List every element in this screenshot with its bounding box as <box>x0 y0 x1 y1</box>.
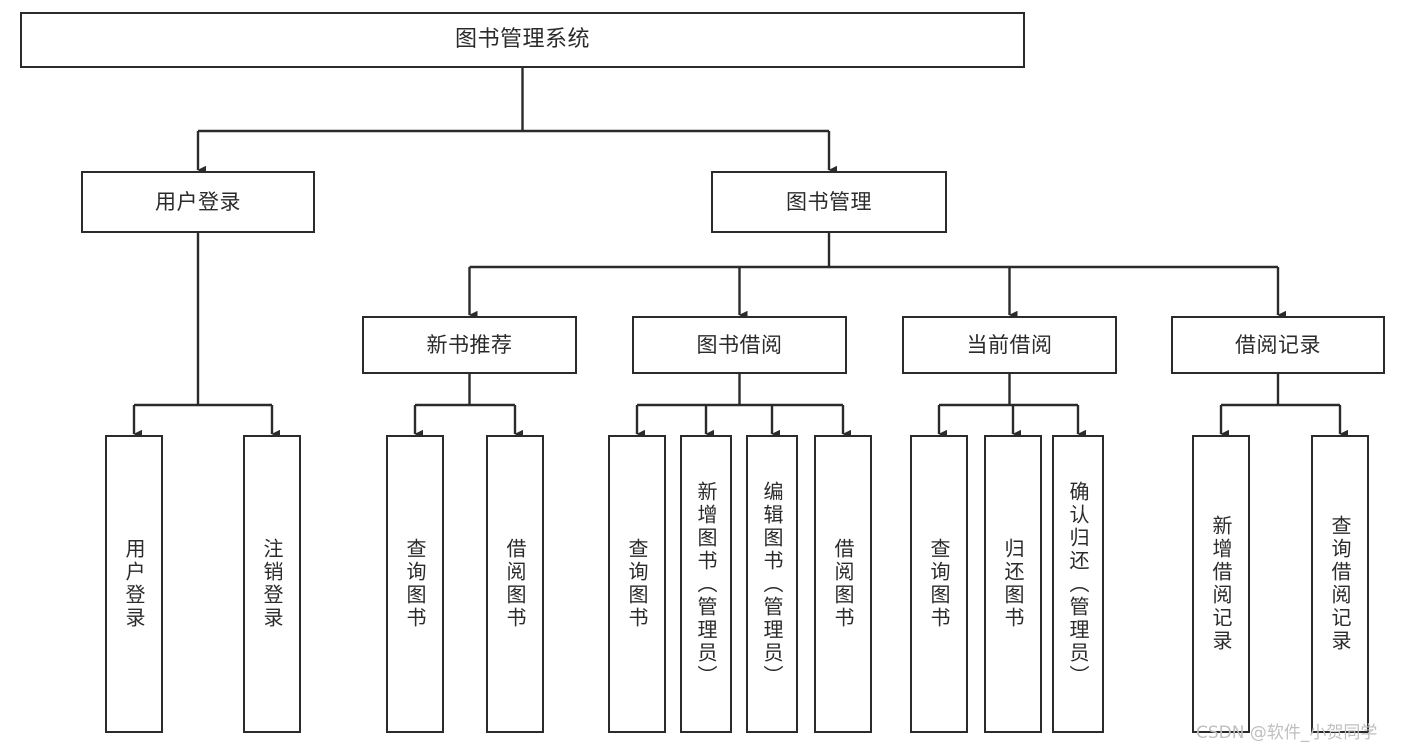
csdn-watermark: CSDN @软件_小贺同学 <box>1196 723 1378 743</box>
node-label-current-borrow: 当前借阅 <box>966 332 1053 357</box>
node-new-book-rec[interactable]: 新书推荐 <box>362 316 577 374</box>
node-label-book-borrow: 图书借阅 <box>696 332 783 357</box>
node-current-borrow[interactable]: 当前借阅 <box>902 316 1117 374</box>
node-leaf-borrow-book-1[interactable]: 借阅图书 <box>486 435 544 733</box>
node-label-leaf-query-record: 查询借阅记录 <box>1328 515 1352 653</box>
node-label-leaf-query-book-3: 查询图书 <box>927 538 951 630</box>
node-leaf-logout[interactable]: 注销登录 <box>243 435 301 733</box>
node-book-borrow[interactable]: 图书借阅 <box>632 316 847 374</box>
node-book-manage[interactable]: 图书管理 <box>711 171 947 233</box>
node-leaf-return-book[interactable]: 归还图书 <box>984 435 1042 733</box>
node-leaf-query-book-1[interactable]: 查询图书 <box>386 435 444 733</box>
node-label-leaf-query-book-1: 查询图书 <box>403 538 427 630</box>
node-label-leaf-edit-book: 编辑图书（管理员） <box>760 480 784 688</box>
node-leaf-add-record[interactable]: 新增借阅记录 <box>1192 435 1250 733</box>
edges <box>132 68 1348 439</box>
node-user-login[interactable]: 用户登录 <box>81 171 315 233</box>
node-leaf-confirm-return[interactable]: 确认归还（管理员） <box>1052 435 1104 733</box>
node-leaf-query-record[interactable]: 查询借阅记录 <box>1311 435 1369 733</box>
node-leaf-query-book-2[interactable]: 查询图书 <box>608 435 666 733</box>
node-label-user-login: 用户登录 <box>155 189 241 214</box>
node-label-leaf-borrow-book-1: 借阅图书 <box>503 538 527 630</box>
node-leaf-edit-book[interactable]: 编辑图书（管理员） <box>746 435 798 733</box>
node-label-leaf-borrow-book-2: 借阅图书 <box>831 538 855 630</box>
node-label-new-book-rec: 新书推荐 <box>426 332 513 357</box>
node-leaf-user-login[interactable]: 用户登录 <box>105 435 163 733</box>
node-label-leaf-logout: 注销登录 <box>260 538 284 630</box>
node-borrow-record[interactable]: 借阅记录 <box>1171 316 1385 374</box>
node-label-book-manage: 图书管理 <box>786 189 872 214</box>
node-leaf-query-book-3[interactable]: 查询图书 <box>910 435 968 733</box>
node-label-leaf-return-book: 归还图书 <box>1001 538 1025 630</box>
node-label-leaf-user-login: 用户登录 <box>122 538 146 630</box>
node-label-leaf-add-record: 新增借阅记录 <box>1209 515 1233 653</box>
node-leaf-add-book[interactable]: 新增图书（管理员） <box>680 435 732 733</box>
node-label-leaf-confirm-return: 确认归还（管理员） <box>1066 480 1090 688</box>
node-label-leaf-add-book: 新增图书（管理员） <box>694 480 718 688</box>
node-label-root: 图书管理系统 <box>454 27 590 53</box>
node-label-leaf-query-book-2: 查询图书 <box>625 538 649 630</box>
node-leaf-borrow-book-2[interactable]: 借阅图书 <box>814 435 872 733</box>
node-root[interactable]: 图书管理系统 <box>20 12 1025 68</box>
node-label-borrow-record: 借阅记录 <box>1235 332 1321 357</box>
